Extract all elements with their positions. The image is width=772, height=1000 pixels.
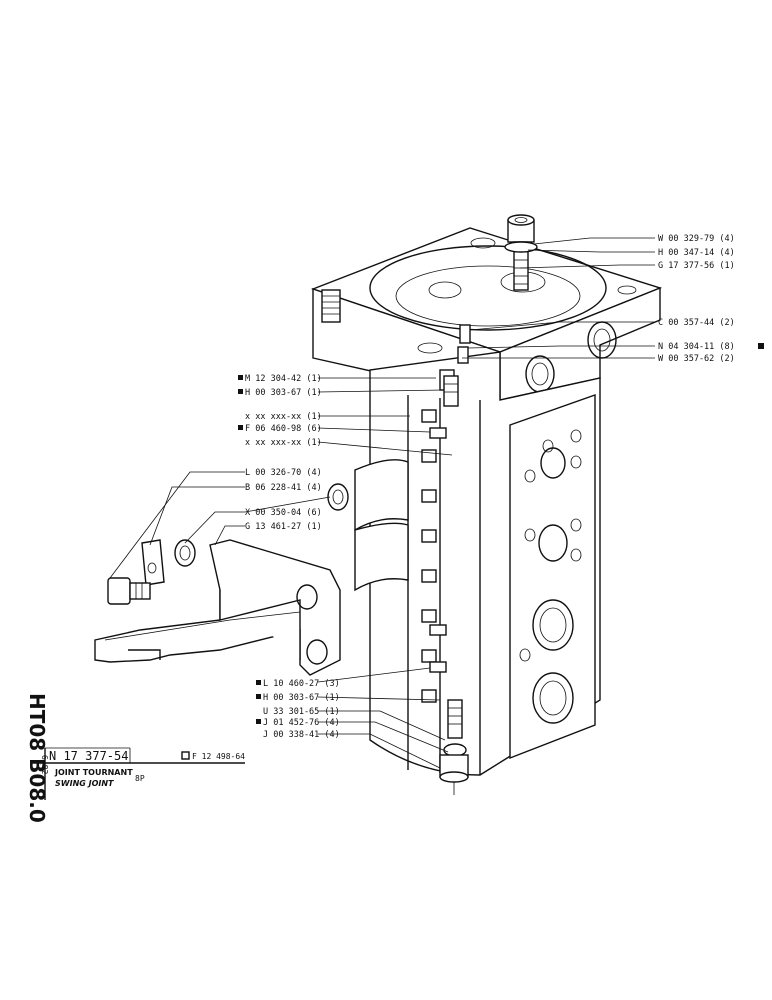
bracket-assembly — [94, 483, 349, 676]
title-block: HT08 B08.0 6_82 N 17 377-54 F 12 498-64 … — [25, 693, 245, 823]
title-french: JOINT TOURNANT — [54, 768, 133, 777]
title-english: SWING JOINT — [55, 779, 114, 788]
callout-right-5: N 04 304-11 (8) — [658, 342, 735, 352]
callout-left-11: H 00 303-67 (1) — [263, 693, 340, 703]
marker-square — [238, 389, 243, 394]
leader-lines-right — [462, 237, 655, 359]
marker-square — [256, 694, 261, 699]
front-flange-plate — [509, 394, 596, 760]
callout-right-4: C 00 357-44 (2) — [658, 318, 735, 328]
callout-left-12: U 33 301-65 (1) — [263, 707, 340, 717]
callout-left-2: H 00 303-67 (1) — [245, 388, 322, 398]
callout-right-2: H 00 347-14 (4) — [658, 248, 735, 258]
marker-square — [256, 719, 261, 724]
model-label: 8P — [135, 774, 145, 783]
callout-right-3: G 17 377-56 (1) — [658, 261, 735, 271]
housing-top-block — [310, 227, 663, 401]
callout-right-1: W 00 329-79 (4) — [658, 234, 735, 244]
callout-left-6: L 00 326-70 (4) — [245, 468, 322, 478]
callout-left-9: G 13 461-27 (1) — [245, 522, 322, 532]
callout-left-3: x xx xxx-xx (1) — [245, 412, 322, 422]
marker-square — [758, 343, 764, 349]
top-screw — [504, 214, 538, 291]
small-pins — [439, 324, 471, 407]
bottom-fitting — [439, 699, 469, 795]
callout-left-4: F 06 460-98 (6) — [245, 424, 322, 434]
callouts-left: M 12 304-42 (1) H 00 303-67 (1) x xx xxx… — [238, 374, 340, 740]
callout-left-10: L 10 460-27 (3) — [263, 679, 340, 689]
leader-lines-left — [109, 377, 453, 769]
marker-square — [238, 375, 243, 380]
part-number-box: N 17 377-54 — [49, 749, 128, 763]
callout-left-5: x xx xxx-xx (1) — [245, 438, 322, 448]
callout-left-13: J 01 452-76 (4) — [263, 718, 340, 728]
reference-checkbox — [181, 751, 190, 760]
callout-right-6: W 00 357-62 (2) — [658, 354, 735, 364]
callout-left-8: X 00 350-04 (6) — [245, 508, 322, 518]
marker-square — [256, 680, 261, 685]
callout-left-1: M 12 304-42 (1) — [245, 374, 322, 384]
reference-number: F 12 498-64 — [192, 752, 245, 761]
marker-square — [238, 425, 243, 430]
callout-left-14: J 00 338-41 (4) — [263, 730, 340, 740]
callouts-right: W 00 329-79 (4) H 00 347-14 (4) G 17 377… — [658, 234, 764, 364]
callout-left-7: B 06 228-41 (4) — [245, 483, 322, 493]
